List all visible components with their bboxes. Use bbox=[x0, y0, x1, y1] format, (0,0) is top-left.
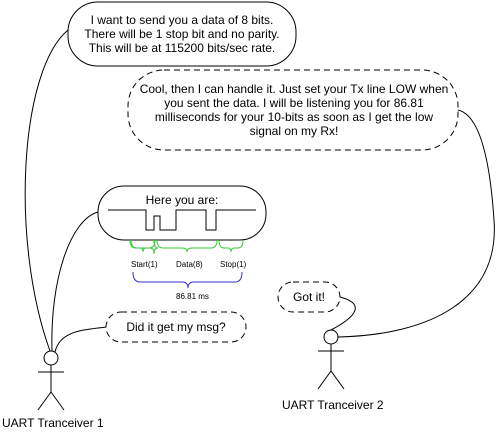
actor-tx1-figure bbox=[37, 350, 65, 411]
connector-tx2-got bbox=[330, 296, 356, 331]
stop-brace bbox=[218, 239, 244, 253]
connector-tx1-check bbox=[54, 326, 107, 353]
connector-tx2-reply bbox=[337, 109, 495, 338]
bubble-reply-text: Cool, then I can handle it. Just set you… bbox=[139, 82, 449, 138]
actor-tx2-figure bbox=[317, 329, 345, 390]
connector-tx1-here bbox=[51, 211, 99, 352]
bubble-request-shape bbox=[67, 1, 297, 67]
bubble-request-text: I want to send you a data of 8 bits. The… bbox=[84, 13, 280, 55]
bubble-here-text: Here you are: bbox=[145, 193, 219, 207]
uart-signal-waveform bbox=[108, 209, 256, 231]
data-bits-label: Data(8) bbox=[176, 260, 203, 269]
actor-tx2-label: UART Tranceiver 2 bbox=[282, 398, 384, 412]
bubble-check-text: Did it get my msg? bbox=[126, 320, 226, 334]
bubble-here-shape bbox=[97, 185, 267, 241]
bubble-got-text: Got it! bbox=[292, 290, 325, 304]
actor-tx1-label: UART Tranceiver 1 bbox=[2, 416, 104, 430]
data-brace bbox=[156, 239, 218, 253]
frame-duration-label: 86.81 ms bbox=[176, 292, 209, 301]
connector-tx1-request bbox=[24, 29, 69, 352]
total-brace bbox=[132, 271, 243, 289]
start-bits-label: Start(1) bbox=[131, 260, 158, 269]
start-brace-main bbox=[130, 239, 156, 253]
bubble-reply-shape bbox=[127, 69, 459, 151]
stop-bits-label: Stop(1) bbox=[220, 260, 247, 269]
